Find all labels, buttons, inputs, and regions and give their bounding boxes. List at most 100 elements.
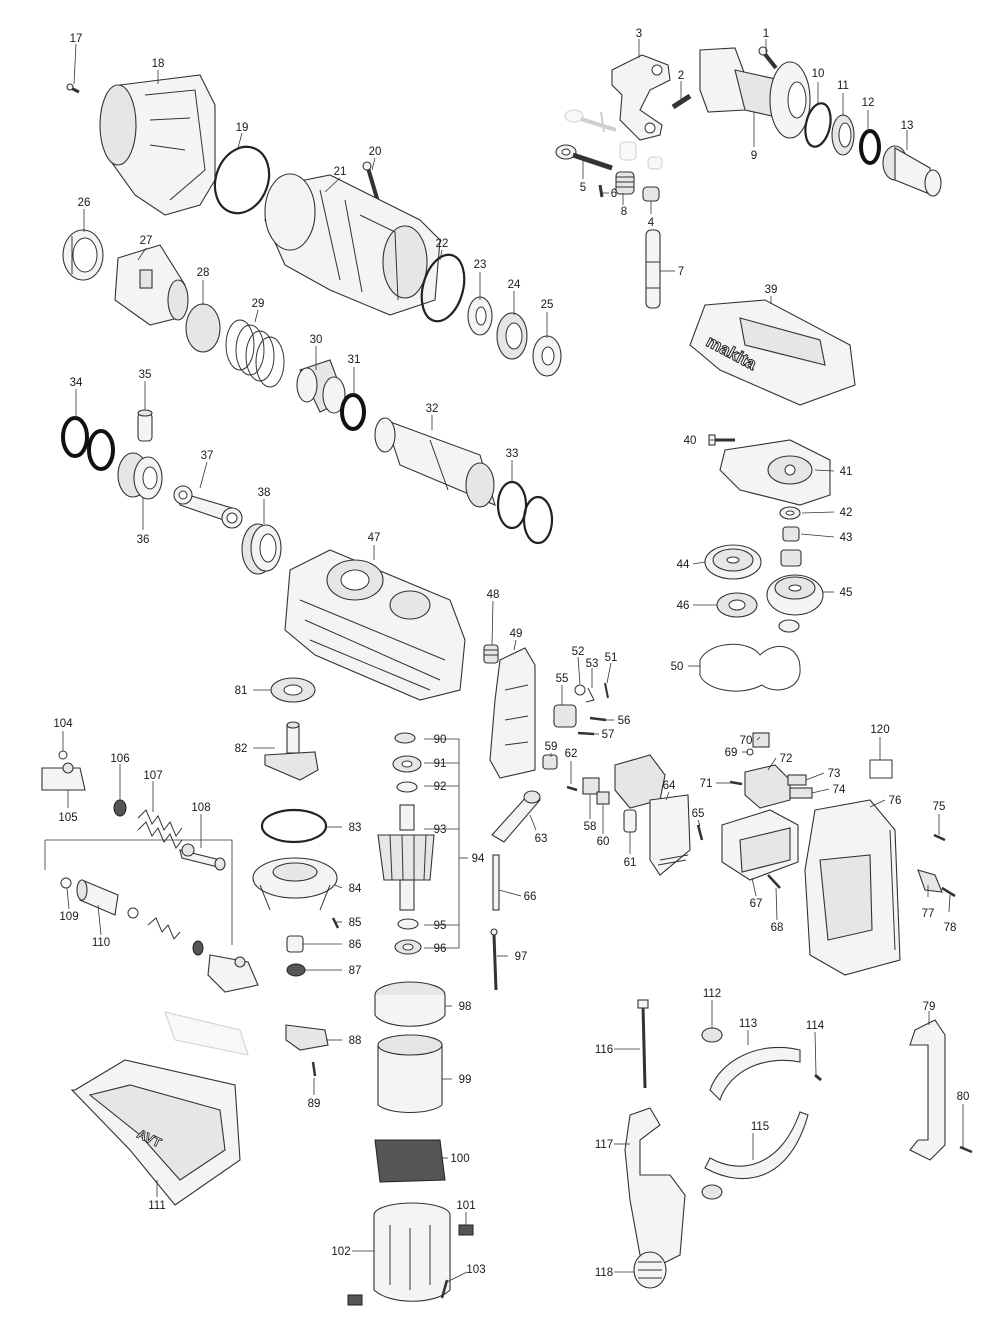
part-103-screw bbox=[440, 1279, 449, 1299]
part-90-insulation-washer bbox=[394, 732, 416, 744]
part-79-handle-cover bbox=[909, 1019, 946, 1161]
part-86-spacer bbox=[286, 935, 304, 953]
part-78-screw bbox=[941, 886, 956, 898]
part-27-sleeve bbox=[114, 244, 189, 326]
part-65-screw bbox=[696, 824, 704, 841]
part-5-eye-pin bbox=[555, 144, 613, 171]
part-label-117: 117 bbox=[595, 1139, 613, 1151]
part-label-48: 48 bbox=[487, 589, 500, 601]
part-label-96: 96 bbox=[434, 943, 447, 955]
part-58-terminal bbox=[582, 777, 600, 795]
part-33-o-rings bbox=[496, 480, 554, 545]
part-8-spring bbox=[615, 141, 637, 195]
part-45-gear bbox=[766, 574, 824, 616]
part-72-bracket bbox=[744, 764, 791, 809]
part-carbon-brush-cap bbox=[347, 1294, 363, 1306]
part-label-26: 26 bbox=[78, 197, 91, 209]
part-label-73: 73 bbox=[828, 768, 841, 780]
part-38-ring bbox=[241, 523, 282, 575]
part-88-bracket bbox=[285, 1024, 329, 1051]
part-4-nut bbox=[642, 156, 663, 202]
part-label-97: 97 bbox=[515, 951, 528, 963]
part-label-41: 41 bbox=[840, 466, 853, 478]
part-2-pin bbox=[671, 93, 692, 110]
part-label-7: 7 bbox=[678, 266, 684, 278]
part-68-screw bbox=[767, 874, 781, 889]
part-26-ring-cage bbox=[62, 229, 104, 281]
part-label-53: 53 bbox=[586, 658, 599, 670]
part-label-31: 31 bbox=[348, 354, 361, 366]
part-label-20: 20 bbox=[369, 146, 382, 158]
part-112-nut-b bbox=[701, 1184, 723, 1200]
part-label-107: 107 bbox=[143, 770, 162, 782]
part-81-bearing bbox=[270, 677, 316, 703]
part-31-o-ring bbox=[340, 393, 366, 431]
leader-lines bbox=[62, 39, 964, 1283]
part-52-spring bbox=[574, 684, 586, 696]
part-label-112: 112 bbox=[703, 988, 721, 1000]
part-104-o-ring bbox=[58, 750, 68, 760]
part-label-18: 18 bbox=[152, 58, 165, 70]
part-label-49: 49 bbox=[510, 628, 523, 640]
part-label-22: 22 bbox=[436, 238, 449, 250]
part-45-washer bbox=[778, 619, 800, 633]
part-77-cord-clamp bbox=[917, 869, 943, 893]
part-label-61: 61 bbox=[624, 857, 637, 869]
part-label-38: 38 bbox=[258, 487, 271, 499]
part-label-33: 33 bbox=[506, 448, 519, 460]
part-105-damper-holder-b bbox=[207, 954, 259, 993]
part-24-bearing bbox=[496, 312, 528, 360]
part-label-106: 106 bbox=[110, 753, 129, 765]
part-label-40: 40 bbox=[684, 435, 697, 447]
part-96-bearing bbox=[394, 939, 422, 955]
part-label-27: 27 bbox=[140, 235, 153, 247]
part-label-93: 93 bbox=[434, 824, 447, 836]
part-label-44: 44 bbox=[677, 559, 690, 571]
part-110-tube bbox=[76, 879, 119, 916]
part-label-34: 34 bbox=[70, 377, 83, 389]
part-label-24: 24 bbox=[508, 279, 521, 291]
part-label-72: 72 bbox=[780, 753, 793, 765]
part-42-washer bbox=[779, 506, 801, 520]
part-label-92: 92 bbox=[434, 781, 447, 793]
part-91-bearing bbox=[392, 755, 422, 773]
part-76-rear-housing bbox=[804, 799, 901, 976]
part-92-washer bbox=[396, 781, 418, 793]
part-label-103: 103 bbox=[466, 1264, 485, 1276]
part-label-114: 114 bbox=[806, 1020, 825, 1032]
part-label-63: 63 bbox=[535, 833, 548, 845]
part-34-o-rings bbox=[61, 416, 115, 471]
part-94-armature bbox=[377, 804, 435, 911]
part-61-capacitor bbox=[623, 809, 637, 833]
part-label-37: 37 bbox=[201, 450, 214, 462]
part-47-crank-housing bbox=[284, 549, 466, 701]
part-108-shaft bbox=[179, 843, 226, 871]
part-28-ring bbox=[185, 303, 221, 353]
part-74-contact bbox=[789, 787, 813, 799]
part-60-terminal bbox=[596, 791, 610, 805]
part-label-9: 9 bbox=[751, 150, 757, 162]
part-label-8: 8 bbox=[621, 206, 627, 218]
part-label-45: 45 bbox=[840, 587, 853, 599]
part-100-brush-holder bbox=[374, 1139, 446, 1183]
part-112-nut bbox=[701, 1027, 723, 1043]
part-75-screw bbox=[933, 833, 946, 842]
part-105-damper-holder bbox=[41, 762, 86, 791]
part-label-84: 84 bbox=[349, 883, 362, 895]
part-label-58: 58 bbox=[584, 821, 597, 833]
part-label-80: 80 bbox=[957, 1091, 970, 1103]
part-56-screw bbox=[589, 716, 607, 722]
part-18-front-housing bbox=[99, 74, 216, 216]
part-label-71: 71 bbox=[700, 778, 713, 790]
part-label-57: 57 bbox=[602, 729, 615, 741]
part-43-gear bbox=[780, 549, 802, 567]
part-116-bolt bbox=[637, 999, 649, 1089]
part-label-32: 32 bbox=[426, 403, 439, 415]
part-label-42: 42 bbox=[840, 507, 853, 519]
part-5-eye-pin-ghost bbox=[564, 109, 617, 133]
part-102-motor-housing bbox=[373, 1202, 451, 1302]
part-label-51: 51 bbox=[605, 652, 618, 664]
part-label-74: 74 bbox=[833, 784, 846, 796]
